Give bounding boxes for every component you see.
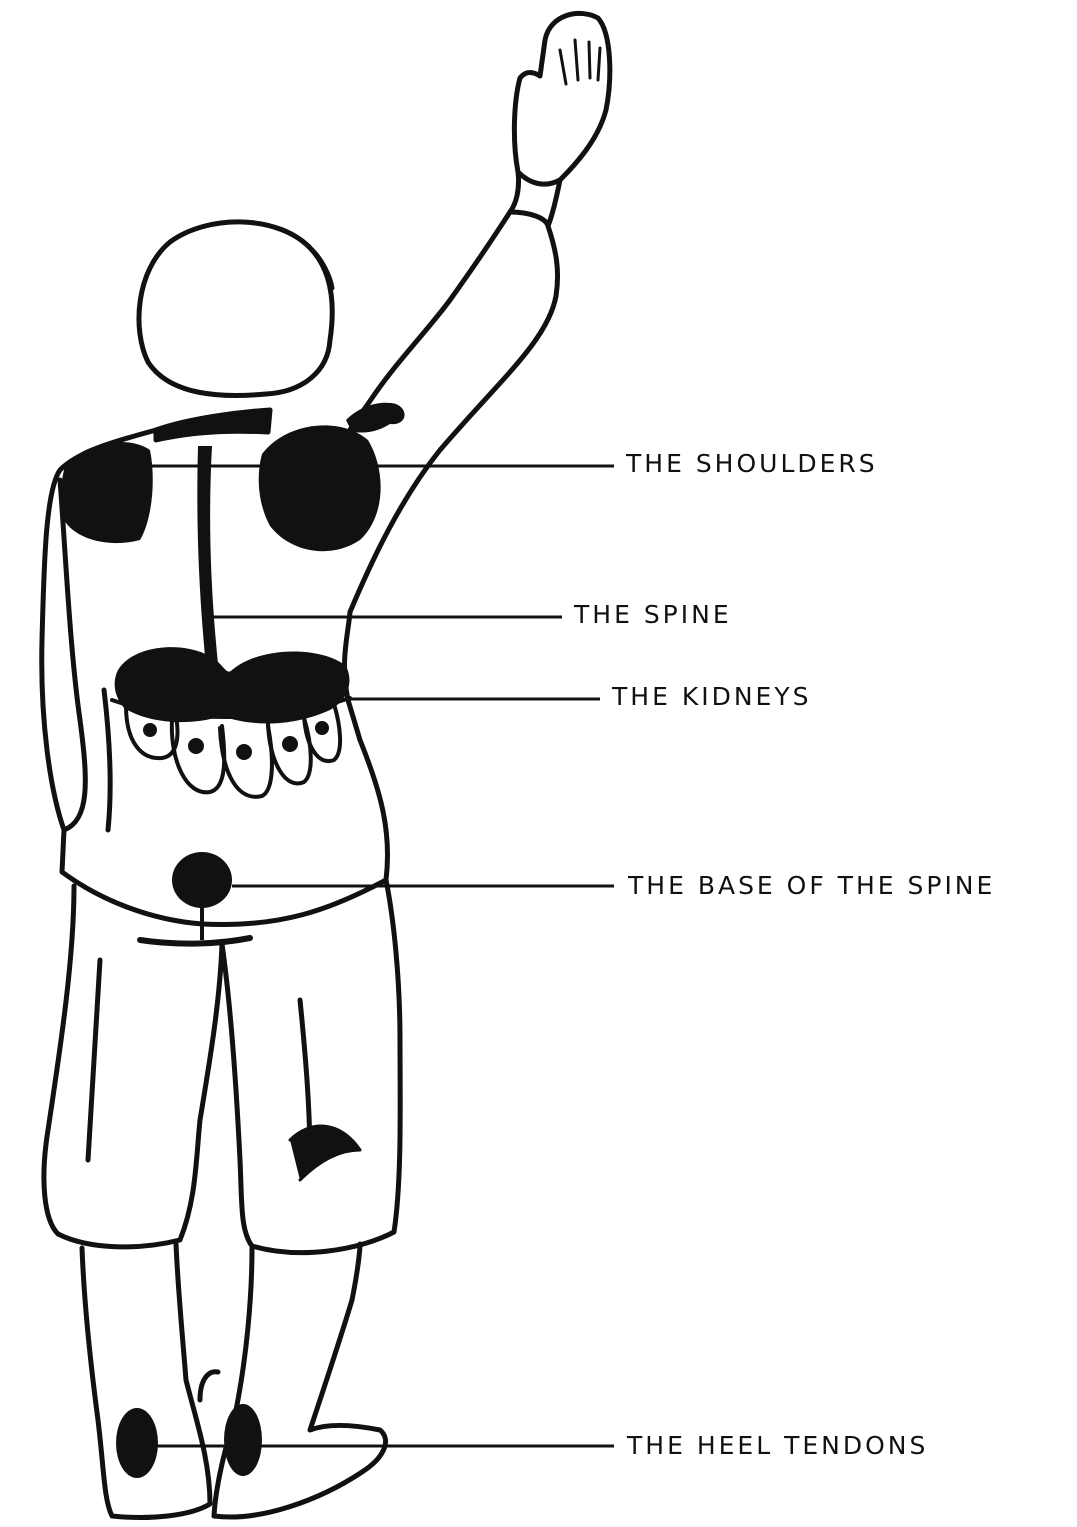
raised-hand xyxy=(514,13,609,184)
shoulder-left-zone xyxy=(61,442,153,543)
label-base-of-spine: THE BASE OF THE SPINE xyxy=(628,873,995,898)
shoulder-right-zone xyxy=(259,425,381,551)
right-boot xyxy=(214,1244,386,1517)
left-boot xyxy=(82,1244,210,1518)
collar xyxy=(156,410,270,440)
heel-tendon-left-zone xyxy=(116,1408,158,1478)
label-spine: THE SPINE xyxy=(574,602,732,627)
helmet xyxy=(139,222,332,396)
label-heel-tendons: THE HEEL TENDONS xyxy=(627,1433,928,1458)
trousers xyxy=(44,880,400,1253)
raised-arm xyxy=(350,172,560,612)
kidneys-zone xyxy=(115,647,350,723)
label-shoulders: THE SHOULDERS xyxy=(626,451,878,476)
heel-tendon-right-zone xyxy=(224,1404,262,1476)
shoulder-tuft xyxy=(346,403,405,433)
base-of-spine-zone xyxy=(172,852,232,908)
label-kidneys: THE KIDNEYS xyxy=(612,684,811,709)
